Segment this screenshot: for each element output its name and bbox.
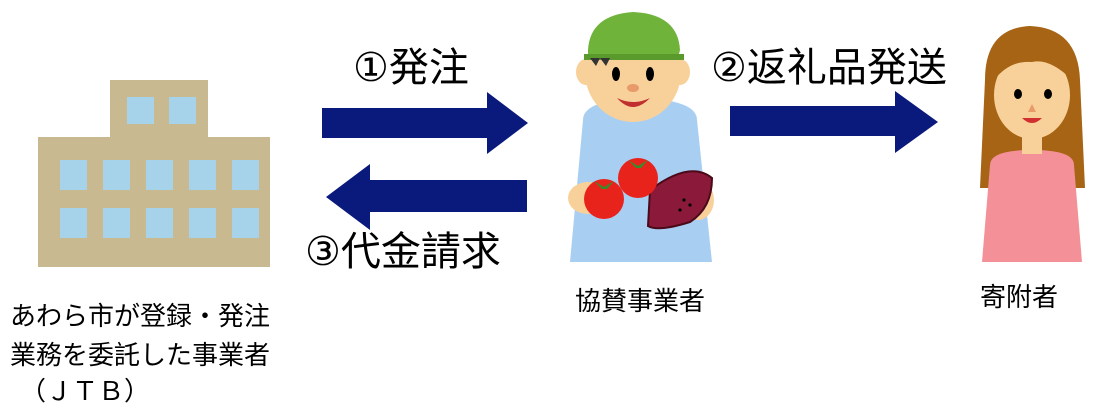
shipping-arrow xyxy=(730,91,938,153)
invoice-arrow xyxy=(326,164,527,230)
entrusted-business-name-line2: 業務を委託した事業者 xyxy=(10,341,271,371)
step3-invoice-label: ③代金請求 xyxy=(305,229,501,275)
entrusted-business-name-line1: あわら市が登録・発注 xyxy=(10,302,271,332)
donor-name: 寄附者 xyxy=(980,283,1059,313)
step2-shipping-label: ②返礼品発送 xyxy=(711,45,947,91)
office-building-icon xyxy=(38,80,270,267)
order-arrow xyxy=(322,92,528,154)
step1-order-label: ①発注 xyxy=(353,45,469,91)
sponsor-business-name: 協賛事業者 xyxy=(575,287,706,317)
entrusted-business-name-line3: （ＪＴＢ） xyxy=(20,377,151,407)
donor-woman-icon xyxy=(980,26,1085,262)
farmer-icon xyxy=(568,12,714,262)
